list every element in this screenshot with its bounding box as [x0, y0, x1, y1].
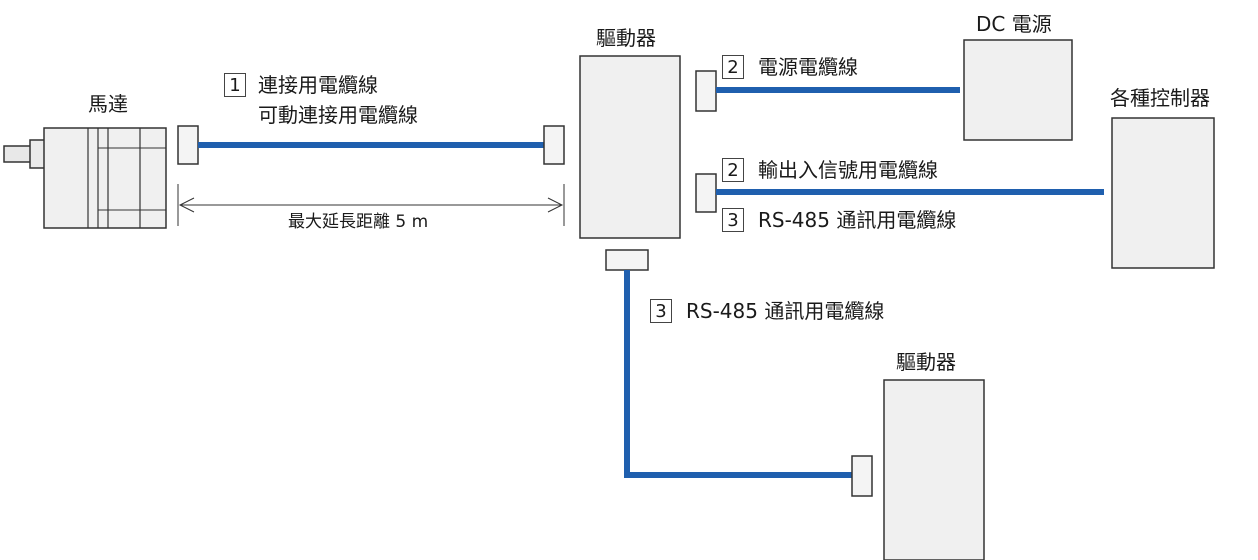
cable-rs485-label: RS-485 通訊用電纜線	[686, 299, 885, 323]
motor-connector	[177, 125, 199, 165]
max-distance-label: 最大延長距離 5 m	[288, 212, 429, 232]
cable-power-line	[716, 87, 960, 93]
cable-1-label-2: 可動連接用電纜線	[258, 103, 418, 127]
cable-io-label: 輸出入信號用電纜線	[758, 158, 938, 182]
cable-io-number: 2	[722, 158, 744, 182]
driver-power-connector	[695, 70, 717, 112]
cable-comm-label: RS-485 通訊用電纜線	[758, 208, 957, 232]
cable-rs485-number: 3	[650, 299, 672, 323]
motor-label: 馬達	[88, 92, 128, 116]
cable-rs485-line	[624, 270, 852, 478]
controllers-label: 各種控制器	[1110, 86, 1210, 110]
driver-main-label: 驅動器	[596, 26, 656, 50]
cable-1-number: 1	[224, 73, 246, 97]
cable-io-line	[716, 189, 1104, 195]
cable-power-number: 2	[722, 55, 744, 79]
driver-io-connector	[695, 173, 717, 213]
controllers-box	[1111, 117, 1215, 269]
driver-input-connector	[543, 125, 565, 165]
driver-sub-label: 驅動器	[896, 350, 956, 374]
cable-comm-number: 3	[722, 208, 744, 232]
driver-main-box	[579, 55, 681, 239]
motor-body	[43, 127, 167, 229]
dc-power-box	[963, 39, 1073, 141]
driver-sub-connector	[851, 455, 873, 497]
motor-illustration	[3, 127, 167, 229]
dc-power-label: DC 電源	[976, 12, 1052, 36]
cable-1-label: 連接用電纜線	[258, 73, 378, 97]
driver-sub-box	[883, 379, 985, 560]
cable-1-line	[198, 142, 544, 148]
max-distance-arrow	[177, 184, 565, 226]
driver-bottom-connector	[605, 249, 649, 271]
cable-power-label: 電源電纜線	[758, 55, 858, 79]
